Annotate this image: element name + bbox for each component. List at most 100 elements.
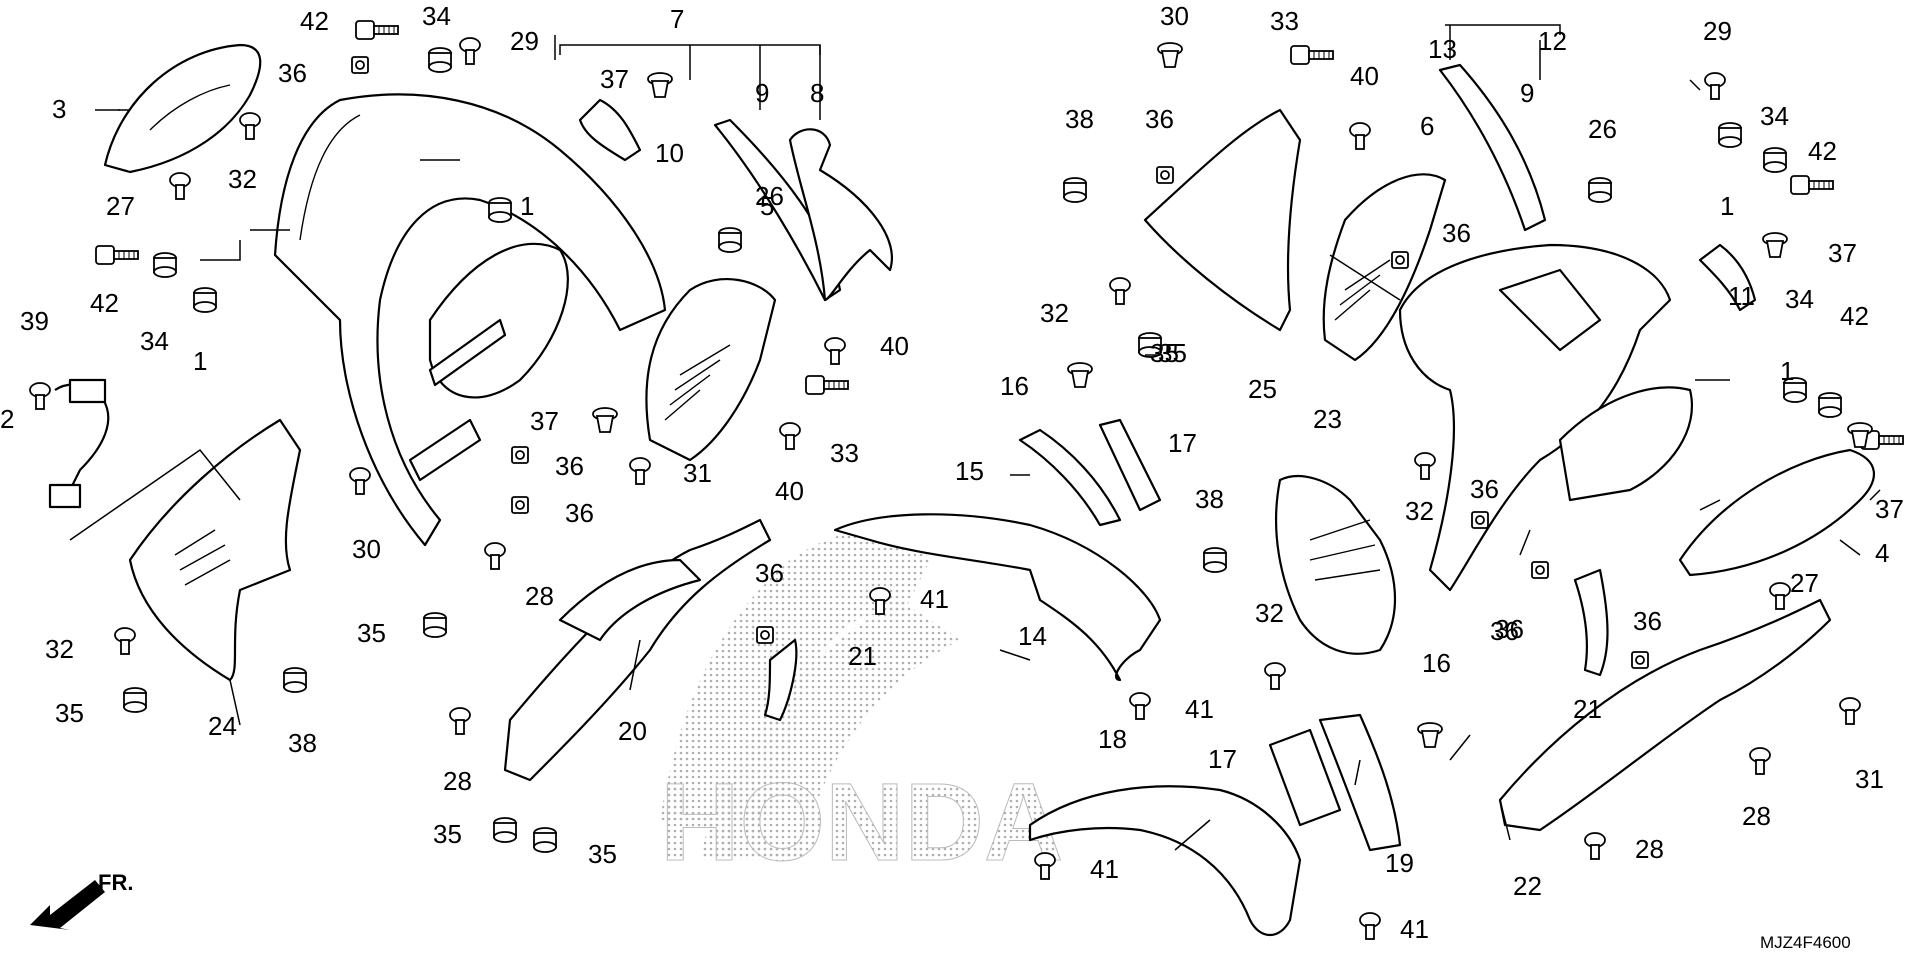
- callout-41: 41: [1090, 854, 1119, 884]
- clip-36-right-c: [1531, 561, 1549, 579]
- callout-32: 32: [45, 634, 74, 664]
- part-9-left-strip: [713, 118, 842, 302]
- callout-37: 37: [600, 64, 629, 94]
- callout-27: 27: [106, 191, 135, 221]
- bolt-33-right: [1290, 45, 1334, 65]
- callout-42: 42: [90, 288, 119, 318]
- screw-32-right-b: [1414, 452, 1436, 480]
- callout-19: 19: [1385, 848, 1414, 878]
- screw-29-top-left: [459, 37, 481, 65]
- bolt-42-top-left: [355, 20, 399, 40]
- callout-35: 35: [55, 698, 84, 728]
- screw-27-left: [169, 172, 191, 200]
- callout-36: 36: [1495, 614, 1524, 644]
- callout-34: 34: [422, 1, 451, 31]
- callout-29: 29: [1703, 16, 1732, 46]
- screw-31-left: [629, 457, 651, 485]
- grommet-34-right-b: [1818, 392, 1842, 418]
- front-label: FR.: [98, 870, 133, 895]
- callout-40: 40: [775, 476, 804, 506]
- grommet-1-center: [488, 197, 512, 223]
- screw-32-left: [239, 112, 261, 140]
- callout-35: 35: [1158, 338, 1187, 368]
- grommet-26-right: [1588, 177, 1612, 203]
- callout-36: 36: [555, 451, 584, 481]
- callout-6: 6: [1420, 111, 1434, 141]
- callout-20: 20: [618, 716, 647, 746]
- callout-18: 18: [1098, 724, 1127, 754]
- callout-30: 30: [352, 534, 381, 564]
- callout-14: 14: [1018, 621, 1047, 651]
- part-19-lower-right-plate: [1318, 713, 1402, 852]
- callout-11: 11: [1728, 281, 1755, 311]
- callout-41: 41: [1400, 914, 1429, 944]
- callout-34: 34: [140, 326, 169, 356]
- grommet-34-right-a: [1763, 147, 1787, 173]
- callout-32: 32: [1405, 496, 1434, 526]
- callout-1: 1: [1780, 356, 1794, 386]
- part-25-right-inner-panel: [1143, 108, 1302, 332]
- callout-34: 34: [1785, 284, 1814, 314]
- part-3-mirror-cover: [103, 43, 262, 174]
- callout-35: 35: [433, 819, 462, 849]
- callout-28: 28: [1742, 801, 1771, 831]
- callout-1: 1: [1720, 191, 1734, 221]
- callout-28: 28: [525, 581, 554, 611]
- grommet-26-left: [718, 227, 742, 253]
- callout-41: 41: [920, 584, 949, 614]
- callout-28: 28: [443, 766, 472, 796]
- callout-36: 36: [1442, 218, 1471, 248]
- grommet-38-right: [1203, 547, 1227, 573]
- clip-36-left-a: [511, 446, 529, 464]
- callout-42: 42: [300, 6, 329, 36]
- screw-27-right: [1769, 582, 1791, 610]
- callout-17: 17: [1208, 744, 1237, 774]
- screw-40-left-a: [824, 337, 846, 365]
- clip-36-right-d: [1631, 651, 1649, 669]
- screw-41-b: [1129, 692, 1151, 720]
- screw-28-right-b: [1584, 832, 1606, 860]
- callout-1: 1: [520, 191, 534, 221]
- rivet-30-right: [1157, 42, 1183, 68]
- part-17-center-pad: [1098, 418, 1162, 512]
- callout-35: 35: [1150, 338, 1179, 368]
- leader-lines: [69, 24, 1881, 851]
- rivet-37-left: [592, 407, 618, 433]
- part-4-right-side-panel: [1678, 448, 1876, 577]
- front-arrow-icon: [30, 880, 105, 930]
- callout-35: 35: [357, 618, 386, 648]
- part-main-upper-cowl: [273, 93, 667, 547]
- callout-37: 37: [1828, 238, 1857, 268]
- callout-29: 29: [510, 26, 539, 56]
- callout-3: 3: [52, 94, 66, 124]
- honda-wing-watermark: HONDA: [660, 530, 1064, 885]
- callout-33: 33: [1270, 6, 1299, 36]
- grommet-35-left-c: [533, 827, 557, 853]
- part-8-left-trim: [788, 128, 893, 302]
- callout-36: 36: [278, 58, 307, 88]
- clip-36-left-b: [511, 496, 529, 514]
- callout-15: 15: [955, 456, 984, 486]
- callout-25: 25: [1248, 374, 1277, 404]
- screw-32-lower-left: [114, 627, 136, 655]
- callout-33: 33: [830, 438, 859, 468]
- callout-37: 37: [530, 406, 559, 436]
- callout-9: 9: [1520, 78, 1534, 108]
- part-6-right-duct: [1322, 173, 1447, 362]
- callout-31: 31: [683, 458, 712, 488]
- part-22-right-lower-cowl: [1498, 598, 1832, 832]
- screw-40-left-b: [779, 422, 801, 450]
- part-21-right-strip: [1573, 568, 1609, 677]
- callout-39: 39: [20, 306, 49, 336]
- screw-41-d: [1359, 912, 1381, 940]
- part-main-right-cowl: [1398, 243, 1693, 592]
- part-23-right-grille-panel: [1275, 475, 1396, 655]
- grommet-38-right-top: [1063, 177, 1087, 203]
- callout-41: 41: [1185, 694, 1214, 724]
- grommet-1-right-a: [1718, 122, 1742, 148]
- screw-40-right: [1349, 122, 1371, 150]
- screw-32-right-c: [1264, 662, 1286, 690]
- part-24-left-inner-panel: [128, 418, 302, 682]
- part-11-right-bracket: [1698, 243, 1757, 312]
